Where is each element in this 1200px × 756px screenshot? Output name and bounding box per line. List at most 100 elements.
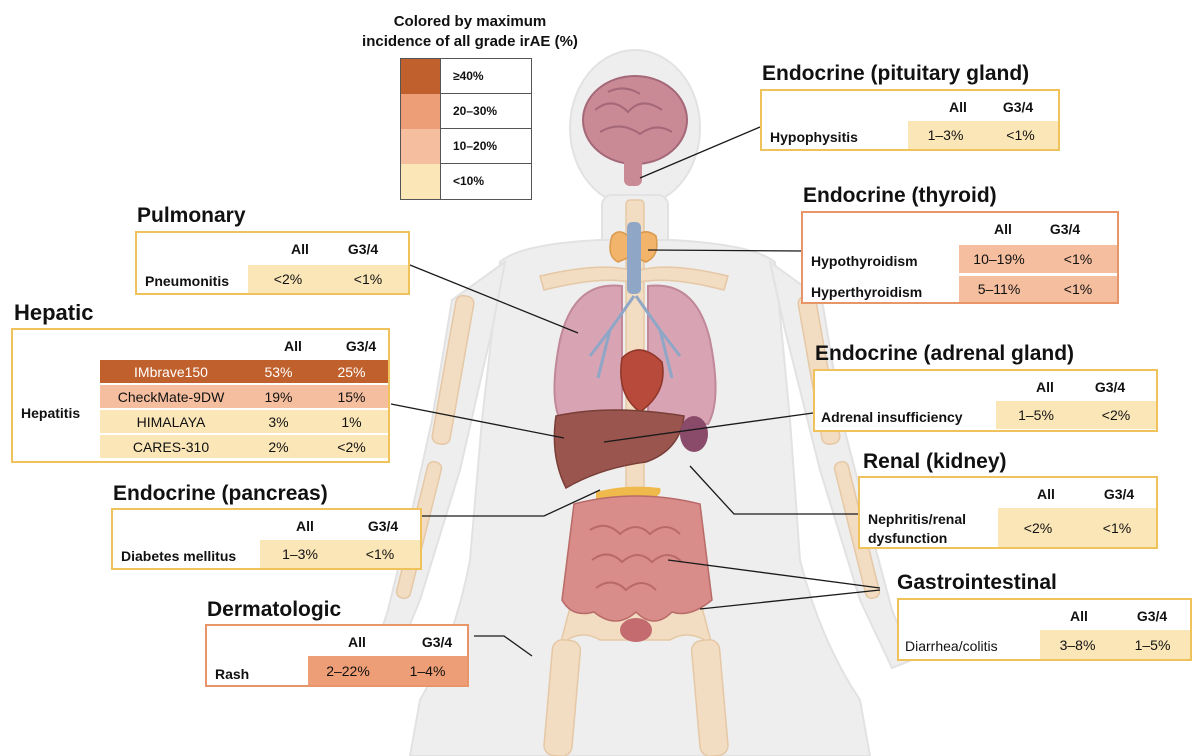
derm-title: Dermatologic — [207, 598, 342, 621]
value-cell-row: 2–22% 1–4% — [308, 656, 467, 685]
row-label: Pneumonitis — [145, 273, 230, 289]
trachea-icon — [627, 222, 641, 294]
value-all: 5–11% — [977, 281, 1021, 297]
value-all: 3–8% — [1059, 636, 1096, 653]
col-header-g34: G3/4 — [421, 634, 453, 650]
legend: ≥40% 20–30% 10–20% <10% — [400, 58, 532, 200]
value-cell-row: 5–11% <1% — [959, 276, 1117, 302]
hepatic-title: Hepatic — [14, 300, 94, 325]
col-header-all: All — [348, 634, 366, 650]
col-header-all: All — [1037, 486, 1055, 502]
value-g34: 1% — [341, 413, 362, 430]
value-all: 2% — [268, 438, 289, 455]
row-label-line2: dysfunction — [868, 530, 948, 546]
row-label: Rash — [215, 666, 250, 682]
hepatitis-label: Hepatitis — [21, 405, 81, 421]
hepatic-table: All G3/4 Hepatitis IMbrave150 53% 25% Ch… — [11, 328, 390, 463]
row-label: Diabetes mellitus — [121, 548, 237, 564]
value-g34: <1% — [365, 546, 395, 562]
value-all: 1–5% — [1018, 407, 1054, 423]
col-header-g34: G3/4 — [1049, 221, 1081, 237]
renal-title: Renal (kidney) — [863, 450, 1007, 473]
legend-label: 20–30% — [453, 104, 498, 118]
pituitary-table: All G3/4 Hypophysitis 1–3% <1% — [760, 89, 1060, 151]
legend-title-line2: incidence of all grade irAE (%) — [362, 33, 578, 50]
value-g34: <2% — [1101, 407, 1131, 423]
value-all: 2–22% — [326, 662, 370, 679]
col-header-all: All — [296, 518, 314, 534]
value-cell-row: 1–3% <1% — [908, 121, 1058, 149]
trial-row: HIMALAYA 3% 1% — [100, 410, 388, 433]
legend-title: Colored by maximum incidence of all grad… — [300, 12, 640, 52]
intestines-icon — [561, 495, 713, 622]
kidney-icon — [680, 416, 708, 452]
legend-item: <10% — [401, 164, 531, 199]
col-header-all: All — [291, 241, 309, 257]
intestine-coils — [589, 524, 683, 592]
value-all: <2% — [1023, 519, 1053, 536]
row-label: Hypothyroidism — [811, 253, 918, 269]
col-header-all: All — [284, 338, 302, 354]
liver-icon — [553, 409, 685, 490]
legend-title-line1: Colored by maximum — [393, 13, 547, 30]
value-cell-row: 10–19% <1% — [959, 245, 1117, 273]
col-header-g34: G3/4 — [367, 518, 399, 534]
legend-label: 10–20% — [453, 139, 498, 153]
pancreas-title: Endocrine (pancreas) — [113, 482, 328, 505]
value-g34: <1% — [353, 271, 383, 287]
value-all: 3% — [268, 413, 289, 430]
value-g34: 15% — [337, 388, 366, 405]
legend-swatch — [401, 164, 441, 199]
renal-table: All G3/4 Nephritis/renal dysfunction <2%… — [858, 476, 1158, 549]
col-header-g34: G3/4 — [347, 241, 379, 257]
col-header-g34: G3/4 — [1103, 486, 1135, 502]
col-header-g34: G3/4 — [1002, 99, 1034, 115]
trial-name: HIMALAYA — [136, 413, 206, 430]
gastro-table: All G3/4 Diarrhea/colitis 3–8% 1–5% — [897, 598, 1192, 661]
bladder-icon — [620, 618, 652, 642]
value-cell-row: <2% <1% — [998, 508, 1156, 547]
legend-swatch — [401, 129, 441, 164]
leader-lines — [390, 126, 881, 657]
trial-row: CheckMate-9DW 19% 15% — [100, 385, 388, 408]
col-header-all: All — [949, 99, 967, 115]
row-label: Adrenal insufficiency — [821, 409, 963, 425]
value-g34: <2% — [337, 438, 366, 455]
value-g34: 1–5% — [1134, 636, 1171, 653]
row-label: Hypophysitis — [770, 129, 858, 145]
value-g34: <1% — [1063, 251, 1093, 267]
col-header-g34: G3/4 — [1136, 608, 1168, 624]
row-label: Hyperthyroidism — [811, 284, 923, 300]
pituitary-title: Endocrine (pituitary gland) — [762, 62, 1030, 85]
value-g34: 25% — [337, 363, 366, 380]
lungs-icon — [553, 284, 717, 426]
trial-name: CheckMate-9DW — [117, 388, 225, 405]
legend-swatch — [401, 94, 441, 129]
value-g34: <1% — [1102, 519, 1132, 536]
legend-label: <10% — [453, 174, 485, 188]
heart-icon — [620, 349, 664, 413]
gastro-title: Gastrointestinal — [897, 571, 1057, 594]
legend-item: ≥40% — [401, 59, 531, 94]
col-header-g34: G3/4 — [345, 338, 377, 354]
pulmonary-title: Pulmonary — [137, 204, 246, 227]
value-g34: <1% — [1006, 127, 1035, 143]
trial-row: CARES-310 2% <2% — [100, 435, 388, 458]
col-header-all: All — [994, 221, 1012, 237]
legend-item: 20–30% — [401, 94, 531, 129]
col-header-all: All — [1070, 608, 1088, 624]
value-all: 53% — [264, 363, 293, 380]
col-header-g34: G3/4 — [1094, 379, 1126, 395]
value-cell-row: 1–3% <1% — [260, 540, 420, 568]
col-header-all: All — [1036, 379, 1054, 395]
brain-icon — [582, 75, 688, 186]
legend-item: 10–20% — [401, 129, 531, 164]
value-all: 1–3% — [282, 546, 318, 562]
legend-label: ≥40% — [453, 69, 484, 83]
pancreas-table: All G3/4 Diabetes mellitus 1–3% <1% — [111, 508, 422, 570]
trial-name: CARES-310 — [132, 438, 210, 455]
row-label: Diarrhea/colitis — [905, 638, 998, 654]
value-g34: 1–4% — [409, 662, 446, 679]
pulmonary-table: All G3/4 Pneumonitis <2% <1% — [135, 231, 410, 295]
value-cell-row: 1–5% <2% — [996, 401, 1156, 429]
